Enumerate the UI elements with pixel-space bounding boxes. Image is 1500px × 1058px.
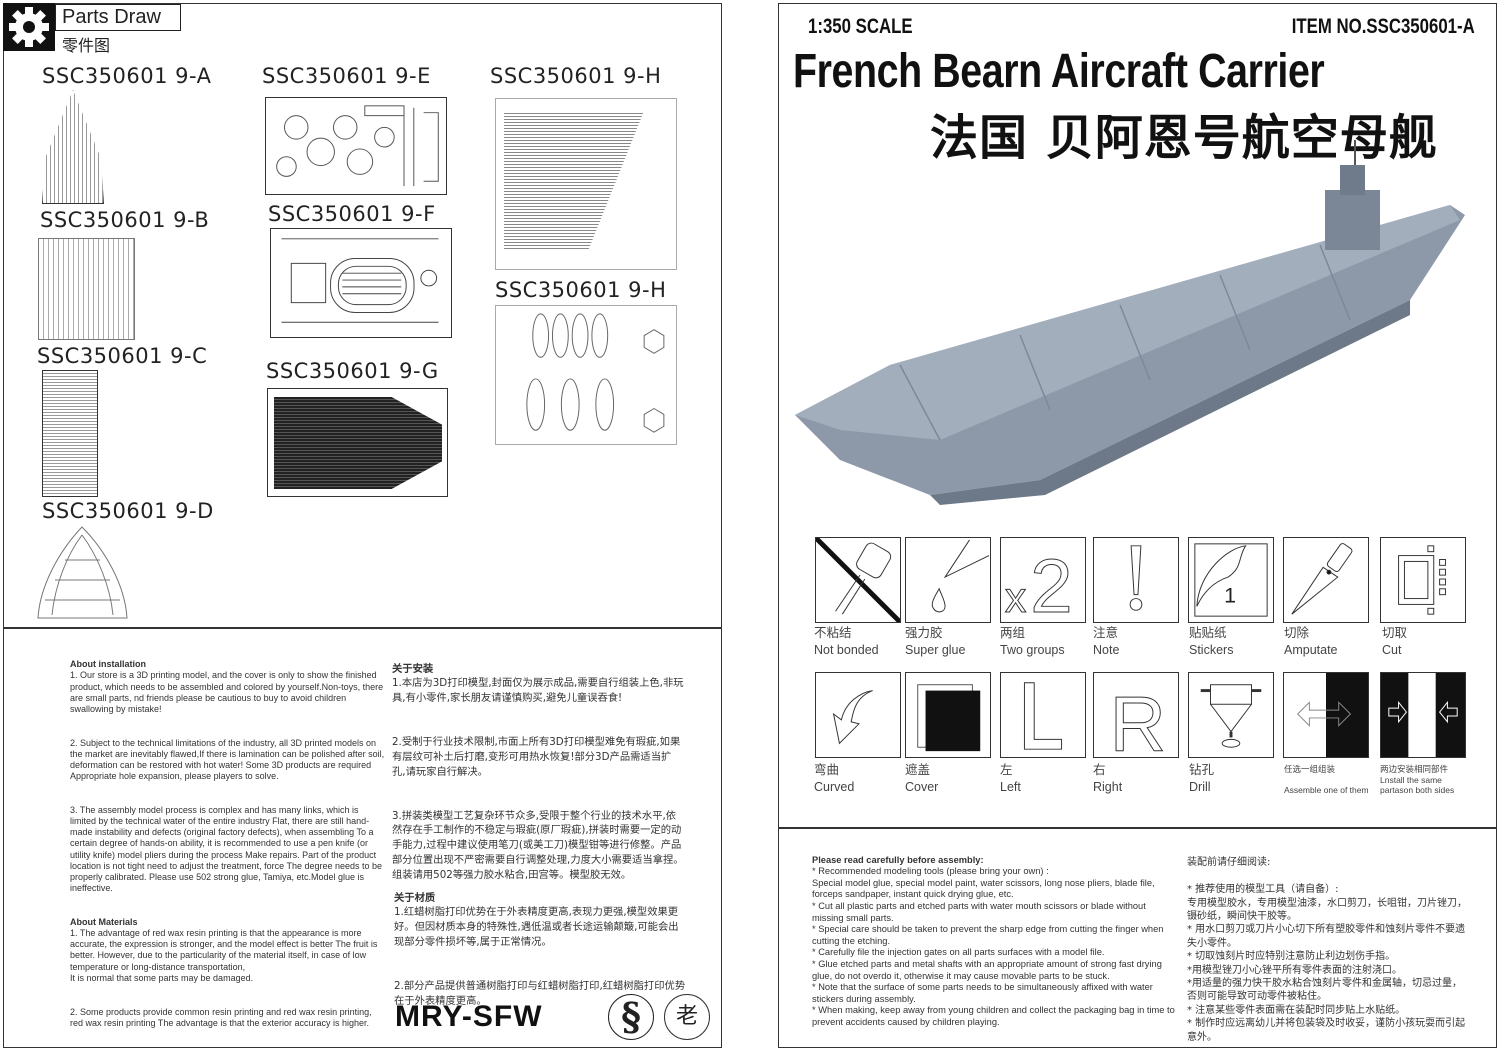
part-drawing-9g <box>267 388 448 497</box>
assembly-notes-body: * Recommended modeling tools (please bri… <box>812 866 1175 1027</box>
part-drawing-9h <box>495 98 677 270</box>
brand-logo: MRY-SFW <box>395 1000 543 1033</box>
installation-cn-p1: 1.本店为3D打印模型,封面仅为展示成品,需要自行组装上色,非玩具,有小零件,家… <box>392 677 684 705</box>
materials-cn-p1: 1.红蜡树脂打印优势在于外表精度更高,表现力更强,模型效果更好。但因材质本身的特… <box>394 906 679 948</box>
cut-icon <box>1380 537 1466 623</box>
part-label-9e: SSC350601 9-E <box>262 64 431 88</box>
note-icon <box>1093 537 1179 623</box>
product-title-cn: 法国 贝阿恩号航空母舰 <box>930 110 1438 166</box>
right-icon: R <box>1093 672 1179 758</box>
part-label-9b: SSC350601 9-B <box>40 208 210 232</box>
installation-heading-cn: 关于安装 <box>392 662 434 675</box>
materials-heading-cn: 关于材质 <box>394 891 436 904</box>
materials-p2: 2. Some products provide common resin pr… <box>70 1006 372 1028</box>
part-label-9g: SSC350601 9-G <box>266 359 439 383</box>
assembly-notes-en: Please read carefully before assembly: *… <box>812 843 1177 1040</box>
super-glue-icon <box>905 537 991 623</box>
svg-text:2: 2 <box>1030 544 1072 622</box>
installation-notes-en: About installation 1. Our store is a 3D … <box>70 648 386 1040</box>
assembly-notes-heading: Please read carefully before assembly: <box>812 854 984 865</box>
part-label-9f: SSC350601 9-F <box>268 202 436 226</box>
svg-text:1: 1 <box>1224 583 1236 607</box>
amputate-icon <box>1283 537 1369 623</box>
parts-draw-title: Parts Draw <box>55 4 181 31</box>
left-icon <box>1000 672 1086 758</box>
installation-notes-cn: 关于安装 1.本店为3D打印模型,封面仅为展示成品,需要自行组装上色,非玩具,有… <box>392 647 684 897</box>
svg-text:x: x <box>1005 574 1027 622</box>
part-drawing-9c <box>42 370 98 497</box>
product-title: French Bearn Aircraft Carrier <box>793 45 1325 98</box>
ship-render <box>780 140 1470 520</box>
divider <box>3 627 722 629</box>
brand-s-emblem: § <box>608 994 654 1040</box>
both-sides-icon <box>1380 672 1466 758</box>
curved-icon <box>815 672 901 758</box>
drill-icon <box>1188 672 1274 758</box>
installation-p3: 3. The assembly model process is complex… <box>70 804 383 894</box>
brand-seal: 老 <box>664 994 710 1040</box>
assembly-notes-heading-cn: 装配前请仔细阅读: <box>1187 857 1271 869</box>
materials-p1: 1. The advantage of red wax resin printi… <box>70 928 378 983</box>
stickers-icon: 1 <box>1188 537 1274 623</box>
installation-p2: 2. Subject to the technical limitations … <box>70 737 385 782</box>
materials-notes-cn: 关于材质 1.红蜡树脂打印优势在于外表精度更高,表现力更强,模型效果更好。但因材… <box>394 876 686 1023</box>
installation-heading: About installation <box>70 659 146 670</box>
part-label-9d: SSC350601 9-D <box>42 499 214 523</box>
part-drawing-9e <box>265 97 447 195</box>
part-label-9h-2: SSC350601 9-H <box>495 278 667 302</box>
part-drawing-9d <box>35 525 130 620</box>
installation-cn-p3: 3.拼装类模型工艺复杂环节众多,受限于整个行业的技术水平,依然存在手工制作的不稳… <box>392 809 684 881</box>
part-label-9h: SSC350601 9-H <box>490 64 662 88</box>
part-label-9a: SSC350601 9-A <box>42 64 212 88</box>
assembly-notes-cn: 装配前请仔细阅读: * 推荐使用的模型工具（请自备）: 专用模型胶水，专用模型油… <box>1187 843 1467 1058</box>
part-drawing-9f <box>270 228 452 338</box>
assembly-notes-body-cn: * 推荐使用的模型工具（请自备）: 专用模型胶水，专用模型油漆，水口剪刀，长咀钳… <box>1187 884 1467 1043</box>
scale-label: 1:350 SCALE <box>808 15 913 38</box>
not-bonded-icon <box>815 537 901 623</box>
divider <box>778 827 1497 829</box>
gear-icon <box>3 3 55 51</box>
parts-draw-title-cn: 零件图 <box>62 36 111 55</box>
installation-p1: 1. Our store is a 3D printing model, and… <box>70 670 384 715</box>
part-label-9c: SSC350601 9-C <box>37 344 208 368</box>
materials-heading: About Materials <box>70 916 138 927</box>
installation-cn-p2: 2.受制于行业技术限制,市面上所有3D打印模型难免有瑕疵,如果有层纹可补土后打磨… <box>392 736 681 778</box>
item-number: ITEM NO.SSC350601-A <box>1292 15 1475 38</box>
part-drawing-9h-2 <box>495 305 677 445</box>
parts-draw-panel <box>3 3 722 1048</box>
assemble-one-icon <box>1283 672 1369 758</box>
materials-cn-p2: 2.部分产品提供普通树脂打印与红蜡树脂打印,红蜡树脂打印优势在于外表精度更高。 <box>394 979 686 1007</box>
part-drawing-9b <box>38 238 135 340</box>
cover-icon <box>905 672 991 758</box>
cover-panel <box>778 3 1497 1048</box>
svg-text:R: R <box>1110 680 1166 757</box>
